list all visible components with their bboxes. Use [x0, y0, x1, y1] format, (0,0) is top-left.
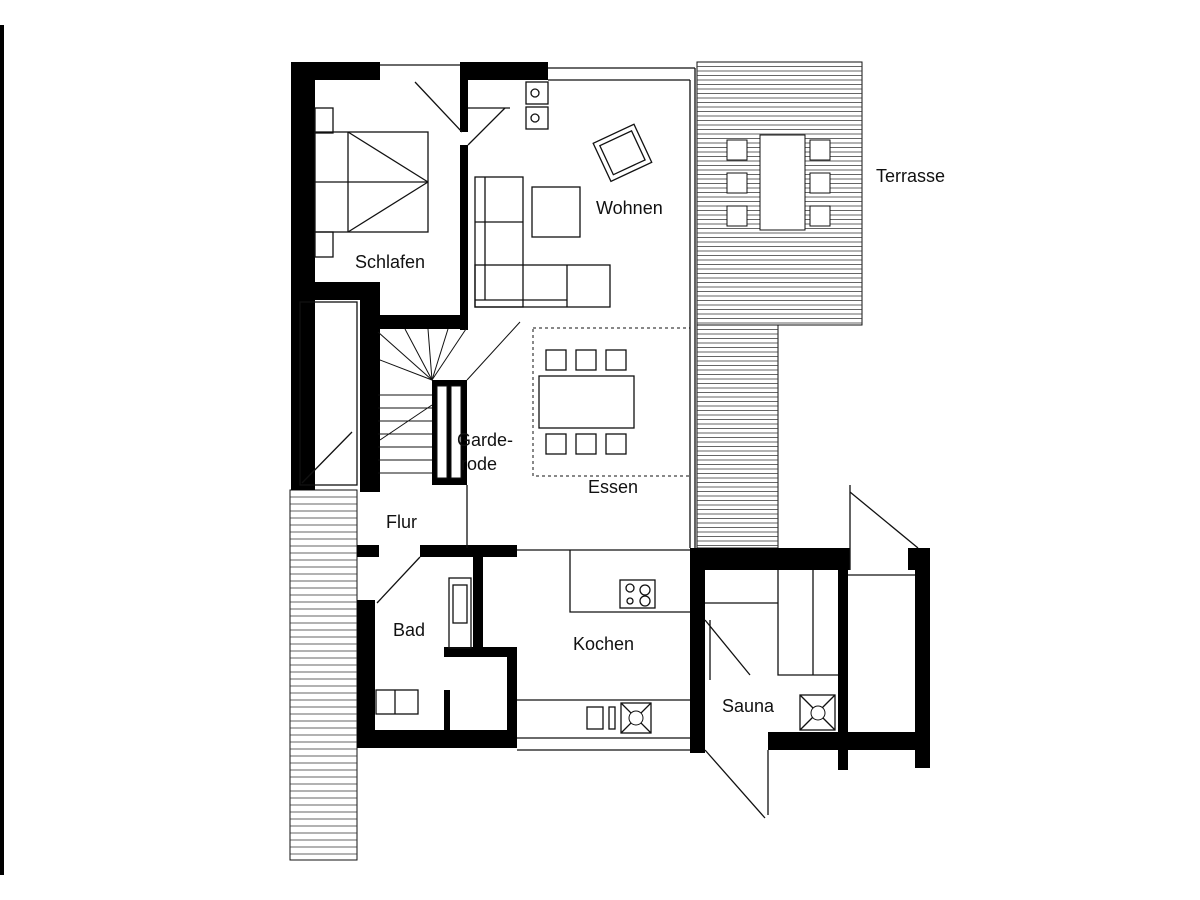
label-bad: Bad — [393, 620, 425, 640]
stair-step — [466, 321, 521, 381]
wall — [460, 145, 468, 330]
wall — [690, 548, 705, 753]
coffee-table — [531, 186, 581, 238]
wall — [460, 62, 468, 132]
sauna-stove — [799, 694, 836, 731]
wall — [357, 600, 375, 748]
sofa — [474, 176, 524, 308]
cooktop — [619, 579, 656, 609]
door-swing — [414, 81, 463, 133]
stairs — [377, 321, 521, 474]
label-schlafen: Schlafen — [355, 252, 425, 272]
sauna-interior — [705, 570, 838, 731]
wall — [420, 545, 517, 557]
stair-step — [379, 404, 433, 441]
armchair — [592, 123, 653, 183]
walls — [291, 62, 930, 770]
door-swing — [467, 107, 506, 146]
wall — [690, 548, 850, 570]
door-swing — [704, 749, 766, 819]
bathtub — [452, 584, 468, 624]
wall — [360, 282, 380, 492]
terrace-table — [726, 134, 831, 231]
living-furniture — [474, 81, 653, 308]
wall — [444, 647, 517, 657]
bath — [375, 577, 472, 715]
wall — [291, 62, 315, 490]
side-ramp — [289, 489, 358, 861]
terrace-walkway — [696, 324, 779, 549]
wall — [460, 62, 548, 80]
label-garderobe-1: Garde- — [457, 430, 513, 450]
dining — [532, 327, 691, 477]
stair-step — [431, 328, 449, 381]
door-swing — [376, 556, 421, 604]
dining-table — [538, 375, 635, 429]
stair-step — [404, 328, 433, 381]
label-kochen: Kochen — [573, 634, 634, 654]
fireplace — [525, 81, 549, 105]
wall — [291, 282, 380, 300]
label-wohnen: Wohnen — [596, 198, 663, 218]
label-garderobe-2: rode — [461, 454, 497, 474]
bed — [314, 107, 429, 258]
storage — [299, 301, 358, 486]
scan-edge — [0, 25, 4, 875]
wall — [507, 647, 517, 747]
label-essen: Essen — [588, 477, 638, 497]
stair-step — [431, 328, 467, 381]
wall — [357, 730, 517, 748]
door-swing — [301, 431, 353, 484]
kitchen — [517, 550, 690, 734]
stair-step — [377, 331, 433, 381]
terrace-deck — [696, 61, 863, 326]
door-swing — [849, 491, 919, 549]
stair-step — [379, 359, 433, 381]
wall — [768, 732, 930, 750]
room-labels: Schlafen Wohnen Terrasse Garde- rode Ess… — [355, 166, 945, 716]
wall — [444, 690, 450, 740]
oven — [620, 702, 652, 734]
label-flur: Flur — [386, 512, 417, 532]
label-sauna: Sauna — [722, 696, 775, 716]
thin-lines — [299, 64, 919, 819]
wall — [838, 548, 848, 770]
wall — [915, 548, 930, 768]
wall — [473, 557, 483, 647]
stair-step — [427, 328, 433, 381]
wall — [378, 315, 468, 329]
label-terrasse: Terrasse — [876, 166, 945, 186]
wall — [357, 545, 379, 557]
